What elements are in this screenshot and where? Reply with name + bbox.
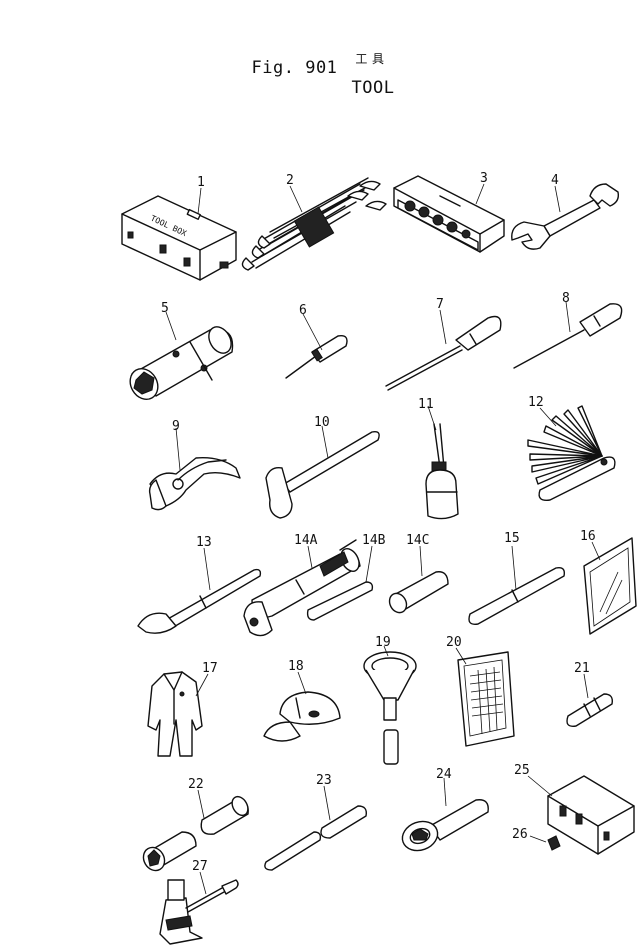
part-label-5: 5 (161, 301, 169, 316)
part-13-pry-bar (137, 568, 262, 634)
part-label-22: 22 (188, 777, 204, 792)
part-9-pliers (148, 457, 241, 511)
figure-jp-glyph-2: 具 (371, 52, 385, 66)
part-label-1: 1 (197, 175, 205, 190)
part-label-2: 2 (286, 173, 294, 188)
part-25-box (547, 775, 635, 855)
part-1-tool-box: TOOL BOX (121, 195, 237, 281)
part-label-14a: 14A (294, 533, 318, 548)
part-label-8: 8 (562, 291, 570, 306)
part-label-3: 3 (480, 171, 488, 186)
part-21-fuse (566, 693, 614, 727)
part-label-14b: 14B (362, 533, 386, 548)
part-label-27: 27 (192, 859, 208, 874)
part-6-screwdriver-small (285, 335, 348, 379)
part-23-bars (264, 805, 368, 871)
part-label-26: 26 (512, 827, 528, 842)
part-12-feeler-gauge (527, 405, 616, 501)
part-2-wrench-set (241, 177, 387, 271)
part-5-box-wrench (129, 326, 234, 401)
part-7-screwdriver-long (385, 315, 502, 391)
part-8-screwdriver (513, 303, 623, 369)
part-label-23: 23 (316, 773, 332, 788)
part-label-12: 12 (528, 395, 544, 410)
part-14a-grease-gun (243, 539, 361, 637)
part-18-cap (263, 691, 341, 742)
part-19-funnel (363, 651, 417, 765)
part-20-plate (457, 651, 515, 747)
part-4-wrench (511, 183, 620, 250)
part-label-14c: 14C (406, 533, 429, 548)
figure-label: Fig. 901 (251, 58, 338, 78)
part-label-25: 25 (514, 763, 530, 778)
part-16-glass-panel (583, 537, 637, 635)
part-label-11: 11 (418, 397, 434, 412)
figure-jp-glyph-1: 工 (355, 52, 368, 66)
part-14c-adapter (388, 571, 449, 614)
part-17-coverall (147, 671, 203, 757)
part-label-15: 15 (504, 531, 520, 546)
part-24-ring-wrench (401, 799, 489, 852)
part-label-21: 21 (574, 661, 590, 676)
part-10-hammer (265, 430, 380, 519)
part-label-18: 18 (288, 659, 304, 674)
part-label-17: 17 (202, 661, 218, 676)
part-15-bar (468, 566, 566, 625)
figure-title: Fig. 901 工具 TOOL (0, 52, 638, 98)
part-label-4: 4 (551, 173, 559, 188)
figure-name: TOOL (351, 78, 395, 98)
part-label-10: 10 (314, 415, 330, 430)
part-label-6: 6 (299, 303, 307, 318)
part-label-20: 20 (446, 635, 462, 650)
part-3-socket-set (393, 175, 505, 253)
part-22-socket (142, 795, 249, 872)
part-27-jack (159, 879, 239, 945)
part-label-16: 16 (580, 529, 596, 544)
part-label-19: 19 (375, 635, 391, 650)
part-26-key (547, 835, 561, 851)
part-11-oiler (425, 423, 459, 520)
part-labels: 1 2 3 4 5 6 7 8 9 10 11 12 13 14A 14B 14… (161, 171, 596, 874)
part-label-7: 7 (436, 297, 444, 312)
part-label-13: 13 (196, 535, 212, 550)
part-label-9: 9 (172, 419, 180, 434)
part-14b-extension (306, 581, 374, 621)
part-label-24: 24 (436, 767, 452, 782)
